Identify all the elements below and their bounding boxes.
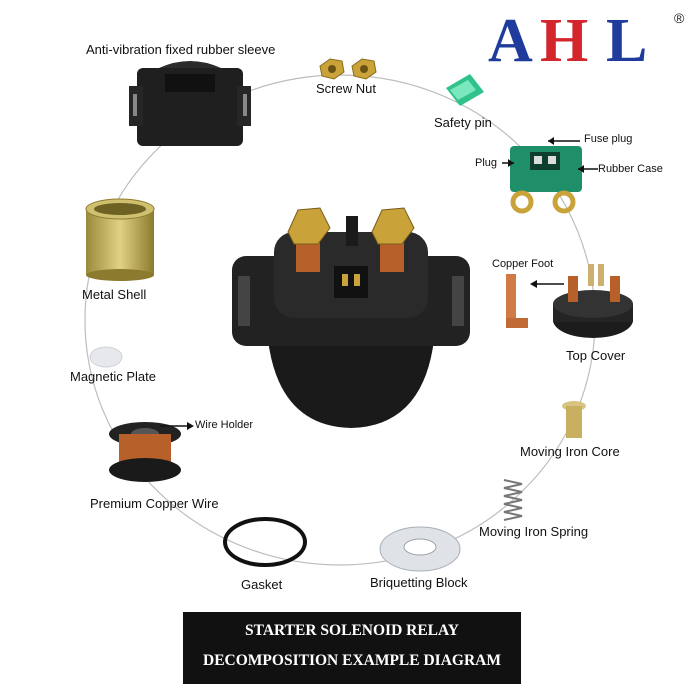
- banner-line-1: STARTER SOLENOID RELAY: [245, 622, 459, 639]
- label-fuse-plug: Fuse plug: [584, 133, 633, 145]
- copper-foot-image: [506, 274, 528, 328]
- label-moving-iron-spring: Moving Iron Spring: [479, 524, 589, 539]
- title-banner: STARTER SOLENOID RELAY DECOMPOSITION EXA…: [183, 612, 521, 684]
- label-wire-holder: Wire Holder: [195, 419, 254, 431]
- banner-line-2: DECOMPOSITION EXAMPLE DIAGRAM: [203, 652, 501, 669]
- label-copper-wire: Premium Copper Wire: [90, 496, 219, 511]
- label-screw-nut: Screw Nut: [316, 81, 376, 96]
- registered-mark: ®: [674, 10, 685, 26]
- moving-iron-core-image: [562, 401, 586, 438]
- gasket-image: [223, 517, 307, 567]
- label-briquetting-block: Briquetting Block: [370, 575, 468, 590]
- starter-solenoid-relay-image: [232, 207, 470, 428]
- label-copper-foot: Copper Foot: [492, 258, 554, 270]
- safety-pin-image: [446, 74, 484, 106]
- rubber-sleeve-image: [129, 61, 251, 146]
- label-moving-iron-core: Moving Iron Core: [520, 444, 620, 459]
- label-safety-pin: Safety pin: [434, 115, 492, 130]
- fuse-plug-arrow: [548, 137, 580, 145]
- label-rubber-case: Rubber Case: [598, 163, 663, 175]
- label-plug: Plug: [475, 157, 498, 169]
- copper-foot-arrow: [530, 280, 564, 288]
- top-cover-image: [553, 264, 633, 338]
- ahl-logo: A H L: [488, 10, 668, 80]
- label-magnetic-plate: Magnetic Plate: [70, 369, 156, 384]
- label-top-cover: Top Cover: [566, 348, 626, 363]
- label-rubber-sleeve: Anti-vibration fixed rubber sleeve: [86, 42, 276, 57]
- plug-arrow: [502, 159, 514, 167]
- fuse-plug-assembly-image: [510, 146, 582, 214]
- copper-wire-spool-image: [109, 422, 181, 482]
- screw-nut-image: [319, 58, 377, 80]
- moving-iron-spring-image: [503, 479, 523, 521]
- metal-shell-image: [85, 198, 155, 281]
- magnetic-plate-image: [89, 346, 123, 368]
- briquetting-block-image: [379, 526, 461, 572]
- logo-letter-h: H: [540, 7, 588, 75]
- rubber-case-arrow: [578, 165, 598, 173]
- logo-letter-a: A: [488, 7, 533, 75]
- wire-holder-arrow: [160, 422, 194, 430]
- logo-letter-l: L: [606, 7, 647, 75]
- label-gasket: Gasket: [241, 577, 283, 592]
- label-metal-shell: Metal Shell: [82, 287, 147, 302]
